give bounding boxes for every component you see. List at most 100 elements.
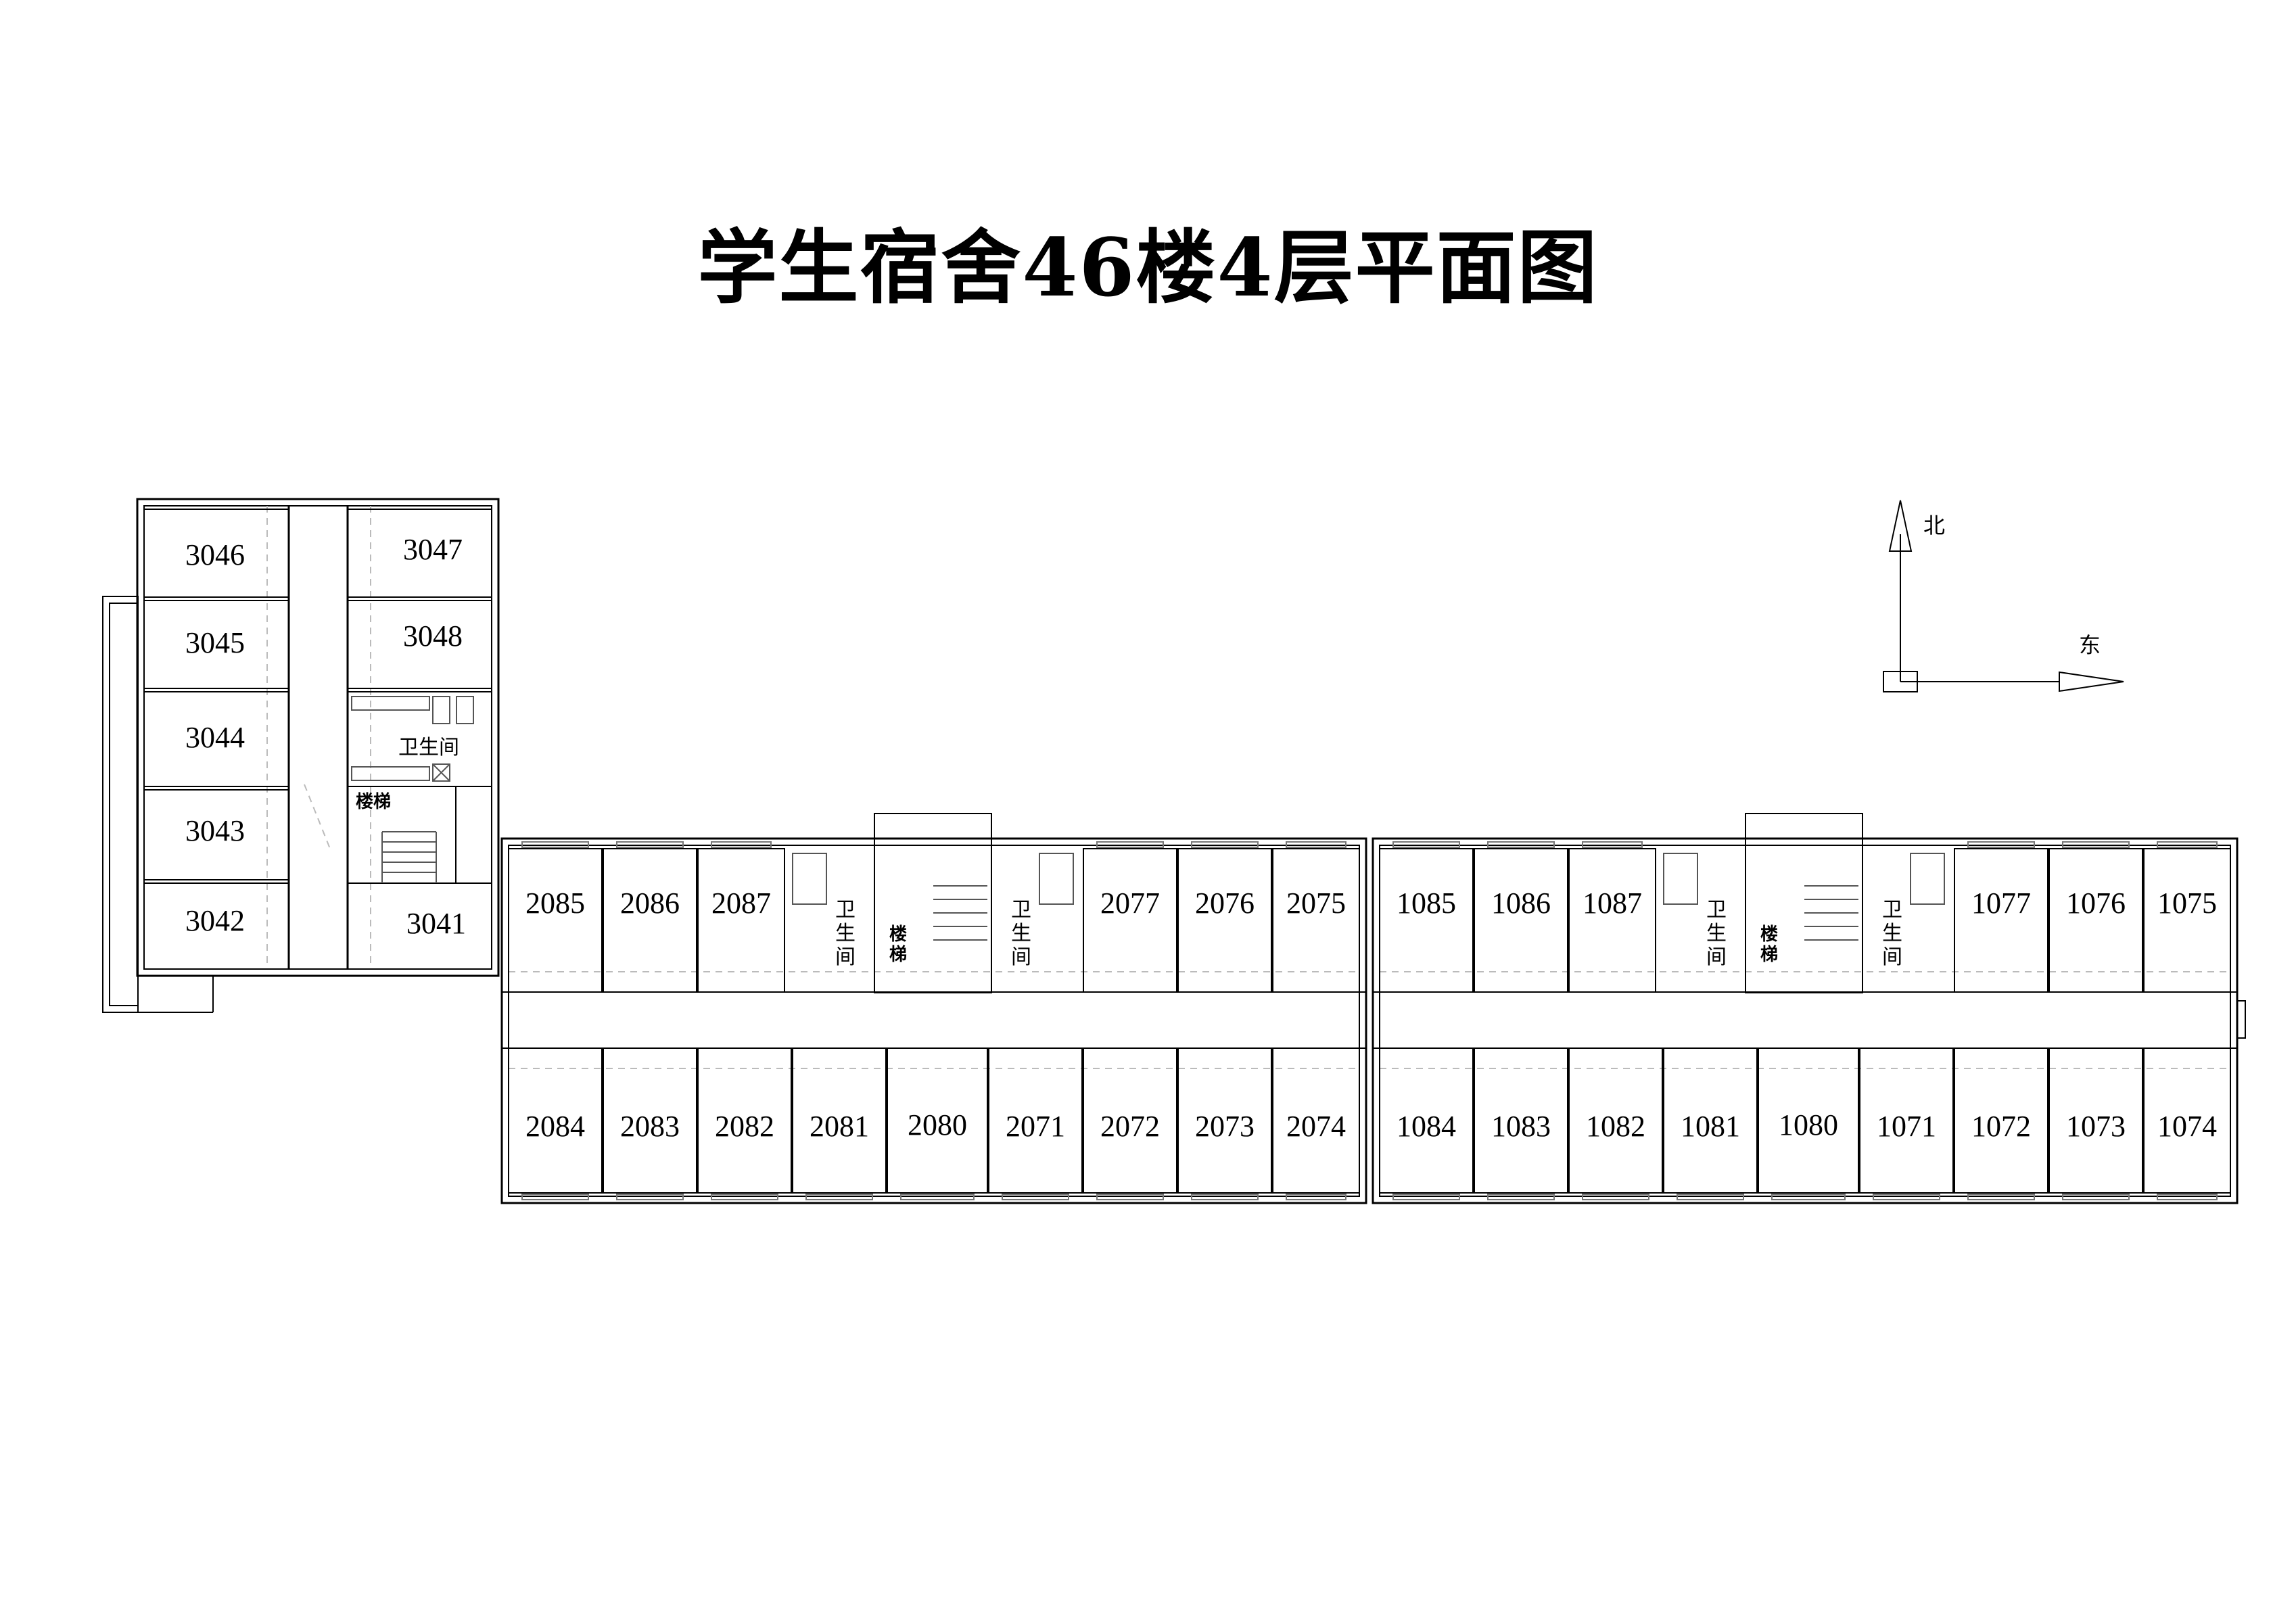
section-2-stairs	[874, 813, 992, 993]
room-1080-label: 1080	[1779, 1108, 1838, 1141]
room-1082	[1568, 1047, 1663, 1194]
room-2076-label: 2076	[1195, 887, 1255, 920]
section-1-stairs-label: 楼	[1760, 924, 1778, 945]
room-3047-label: 3047	[403, 533, 463, 566]
section-2-restroom-e-label: 卫	[1011, 898, 1031, 922]
room-2075	[1272, 848, 1360, 993]
room-1084-label: 1084	[1397, 1110, 1456, 1143]
svg-text:生: 生	[1706, 922, 1727, 945]
room-1081-label: 1081	[1681, 1110, 1740, 1143]
room-3043-label: 3043	[185, 814, 245, 847]
room-1071-label: 1071	[1877, 1110, 1936, 1143]
room-2086	[603, 848, 697, 993]
room-1074	[2143, 1047, 2231, 1194]
svg-text:梯: 梯	[889, 945, 907, 965]
room-2075-label: 2075	[1286, 887, 1346, 920]
room-1087	[1568, 848, 1656, 993]
room-3042	[143, 882, 289, 970]
room-2080-label: 2080	[908, 1108, 967, 1141]
wing-3: 3046 3045 3044 3043 3042 3047 3048 3041 …	[102, 498, 500, 1013]
room-3041-label: 3041	[406, 907, 466, 940]
room-3047	[347, 509, 492, 598]
room-2071-label: 2071	[1006, 1110, 1065, 1143]
compass-origin	[1883, 671, 1918, 692]
room-2072-label: 2072	[1100, 1110, 1160, 1143]
room-1073	[2048, 1047, 2143, 1194]
room-1082-label: 1082	[1586, 1110, 1645, 1143]
room-2085	[508, 848, 603, 993]
east-label: 东	[2079, 632, 2101, 658]
room-1080	[1758, 1047, 1859, 1194]
room-1087-label: 1087	[1583, 887, 1642, 920]
room-2082	[697, 1047, 792, 1194]
north-label: 北	[1923, 513, 1945, 538]
section-1-stairs	[1745, 813, 1863, 993]
room-1073-label: 1073	[2066, 1110, 2126, 1143]
room-1071	[1859, 1047, 1954, 1194]
room-2083	[603, 1047, 697, 1194]
section-1-restroom-e-label: 卫	[1882, 898, 1902, 922]
room-2086-label: 2086	[620, 887, 680, 920]
svg-text:间: 间	[1882, 945, 1902, 969]
room-2087	[697, 848, 785, 993]
room-2085-label: 2085	[525, 887, 585, 920]
svg-text:间: 间	[835, 945, 856, 969]
svg-text:间: 间	[1706, 945, 1727, 969]
room-2076	[1177, 848, 1272, 993]
room-2073-label: 2073	[1195, 1110, 1255, 1143]
north-arrow-icon	[1888, 500, 1913, 552]
room-1077	[1954, 848, 2048, 993]
section-1: 楼 梯 卫 生 间 卫 生 间 1085 1086 1087 1077 1076 1075…	[1372, 813, 2246, 1204]
wing-3-restroom-label: 卫生间	[398, 736, 459, 759]
svg-text:间: 间	[1011, 945, 1031, 969]
section-2-restroom-w-label: 卫	[835, 898, 856, 922]
room-2087-label: 2087	[711, 887, 771, 920]
room-1075-label: 1075	[2157, 887, 2217, 920]
wing-3-stairs	[347, 786, 456, 884]
room-2077	[1083, 848, 1177, 993]
room-1081	[1663, 1047, 1758, 1194]
room-2083-label: 2083	[620, 1110, 680, 1143]
compass: 北 东	[1883, 500, 2124, 692]
room-3046-label: 3046	[185, 538, 245, 571]
room-2082-label: 2082	[715, 1110, 774, 1143]
room-1086	[1474, 848, 1568, 993]
room-1072	[1954, 1047, 2048, 1194]
wing-3-stairs-label: 楼梯	[356, 792, 391, 812]
section-2-outline	[500, 837, 1367, 1204]
section-2-stairs-label: 楼	[889, 924, 907, 945]
room-1077-label: 1077	[1971, 887, 2031, 920]
west-balcony	[102, 596, 139, 1013]
section-1-restroom-w-label: 卫	[1706, 898, 1727, 922]
page-title: 学生宿舍46楼4层平面图	[697, 220, 1599, 314]
svg-text:生: 生	[835, 922, 856, 945]
room-3043	[143, 789, 289, 880]
room-2084-label: 2084	[525, 1110, 585, 1143]
room-2080	[887, 1047, 988, 1194]
room-1085	[1379, 848, 1474, 993]
svg-text:生: 生	[1011, 922, 1031, 945]
east-arrow-icon	[2059, 671, 2124, 692]
room-2073	[1177, 1047, 1272, 1194]
room-3048	[347, 600, 492, 689]
room-1084	[1379, 1047, 1474, 1194]
room-3045	[143, 600, 289, 689]
room-1076-label: 1076	[2066, 887, 2126, 920]
svg-text:生: 生	[1882, 922, 1902, 945]
room-1072-label: 1072	[1971, 1110, 2031, 1143]
room-1076	[2048, 848, 2143, 993]
room-2081	[792, 1047, 887, 1194]
room-2074	[1272, 1047, 1360, 1194]
svg-text:梯: 梯	[1760, 945, 1778, 965]
room-1083	[1474, 1047, 1568, 1194]
room-1074-label: 1074	[2157, 1110, 2217, 1143]
room-1075	[2143, 848, 2231, 993]
room-1085-label: 1085	[1397, 887, 1456, 920]
room-3045-label: 3045	[185, 626, 245, 659]
room-1086-label: 1086	[1491, 887, 1551, 920]
room-3042-label: 3042	[185, 904, 245, 937]
room-3046	[143, 509, 289, 598]
room-2071	[988, 1047, 1083, 1194]
